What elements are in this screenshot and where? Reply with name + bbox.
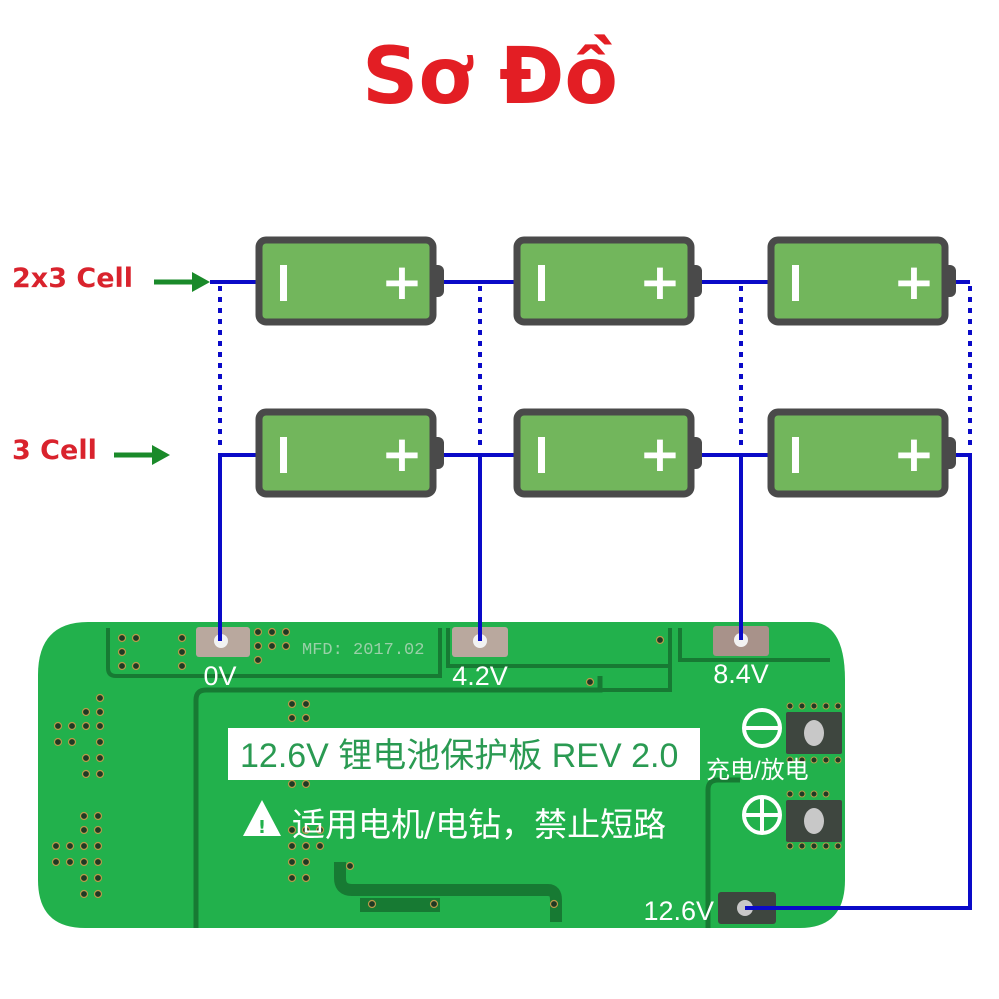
battery-plus-icon: + — [639, 425, 681, 483]
battery-cell-icon: + — [513, 236, 702, 326]
silk-warning-text: 适用电机/电钻，禁止短路 — [292, 805, 666, 844]
pad-b-plus[interactable] — [786, 800, 842, 842]
battery-minus-icon — [538, 437, 545, 473]
arrow-right-icon — [114, 445, 170, 465]
battery-plus-icon: + — [381, 425, 423, 483]
pin-label-0v: 0V — [203, 661, 236, 691]
battery-body — [513, 236, 695, 326]
battery-body — [767, 408, 949, 498]
battery-cell-icon: + — [255, 236, 444, 326]
protection-board: MFD: 2017.02 — [38, 622, 845, 928]
diagram-title: Sơ Đồ — [362, 32, 618, 122]
battery-cell-icon: + — [767, 236, 956, 326]
row-label-3-cell: 3 Cell — [12, 435, 97, 466]
battery-cell-icon: + — [513, 408, 702, 498]
battery-plus-icon: + — [893, 253, 935, 311]
pin-label-8-4v: 8.4V — [713, 659, 769, 689]
minus-circle-icon — [742, 708, 782, 748]
battery-plus-icon: + — [381, 253, 423, 311]
battery-body — [767, 236, 949, 326]
wiring — [210, 280, 972, 910]
wire-to-12-6v — [745, 453, 972, 910]
pad-b-minus[interactable] — [786, 712, 842, 754]
battery-body — [513, 408, 695, 498]
row-label-2x3-cell: 2x3 Cell — [12, 263, 133, 294]
battery-cell-icon: + — [255, 408, 444, 498]
battery-minus-icon — [280, 437, 287, 473]
arrow-right-icon — [154, 272, 210, 292]
battery-plus-icon: + — [639, 253, 681, 311]
pad-0v[interactable] — [196, 627, 250, 657]
plus-circle-icon — [742, 795, 782, 835]
battery-plus-icon: + — [893, 425, 935, 483]
battery-body — [255, 236, 437, 326]
battery-grid: + + + + + + — [255, 236, 956, 498]
battery-minus-icon — [538, 265, 545, 301]
warning-symbol: ! — [258, 817, 266, 838]
battery-cell-icon: + — [767, 408, 956, 498]
mfd-date: MFD: 2017.02 — [302, 641, 424, 660]
pin-label-4-2v: 4.2V — [452, 661, 508, 691]
via-cluster-left — [51, 693, 105, 899]
silk-board-title: 12.6V 锂电池保护板 REV 2.0 — [240, 737, 678, 775]
battery-body — [255, 408, 437, 498]
pin-label-12-6v: 12.6V — [643, 896, 714, 926]
charge-discharge-label: 充电/放电 — [706, 757, 809, 784]
warning-icon: ! — [243, 800, 281, 838]
battery-minus-icon — [280, 265, 287, 301]
battery-minus-icon — [792, 437, 799, 473]
battery-minus-icon — [792, 265, 799, 301]
silk-label-box — [228, 728, 700, 780]
